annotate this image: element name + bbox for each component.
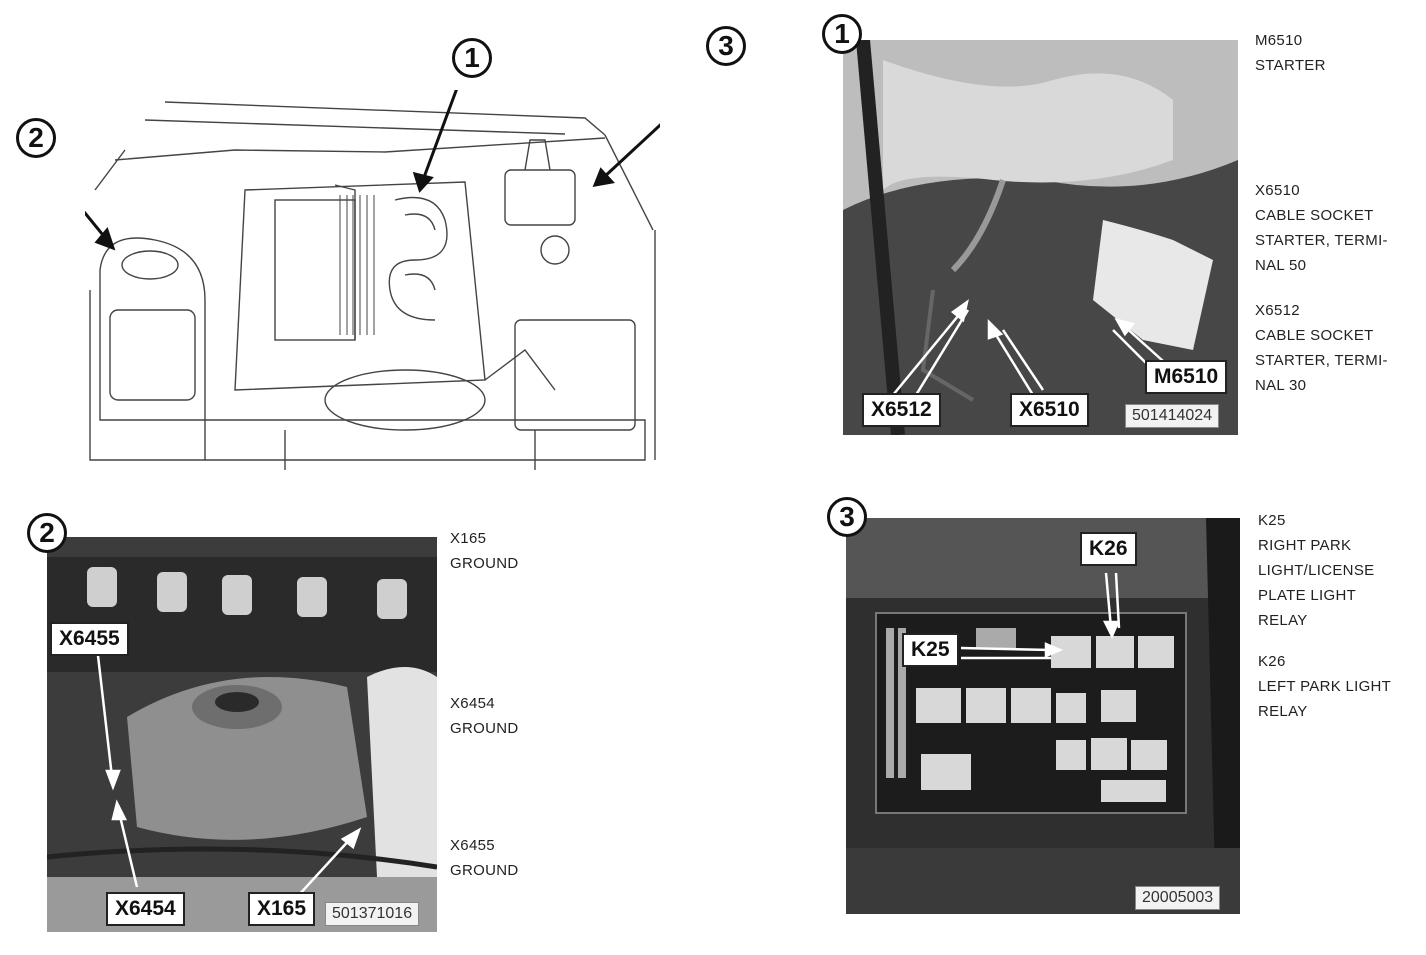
tag-x6512: X6512	[862, 393, 941, 427]
starter-legend: M6510 STARTER X6510 CABLE SOCKET STARTER…	[1255, 28, 1388, 398]
ground-photo-code: 501371016	[325, 902, 420, 926]
legend-x6512: X6512	[1255, 302, 1300, 319]
starter-photo-callout: 1	[822, 14, 862, 54]
tag-x6454: X6454	[106, 892, 185, 926]
legend-k25-desc4: RELAY	[1258, 612, 1308, 629]
legend-x165: X165	[450, 530, 487, 547]
legend-x6510-desc1: CABLE SOCKET	[1255, 207, 1374, 224]
relay-legend: K25 RIGHT PARK LIGHT/LICENSE PLATE LIGHT…	[1258, 508, 1391, 724]
legend-x6512-desc1: CABLE SOCKET	[1255, 327, 1374, 344]
engine-callout-3: 3	[706, 26, 746, 66]
legend-x6454: X6454	[450, 695, 495, 712]
legend-k25-desc3: PLATE LIGHT	[1258, 587, 1357, 604]
legend-x6512-desc3: NAL 30	[1255, 377, 1307, 394]
engine-callout-2: 2	[16, 118, 56, 158]
tag-x165: X165	[248, 892, 316, 926]
legend-x165-desc: GROUND	[450, 555, 519, 572]
tag-x6510: X6510	[1010, 393, 1089, 427]
tag-m6510: M6510	[1145, 360, 1228, 394]
legend-m6510: M6510	[1255, 32, 1303, 49]
relay-photo-code: 20005003	[1135, 886, 1221, 910]
ground-legend: X165 GROUND X6454 GROUND X6455 GROUND	[450, 526, 518, 883]
engine-callout-1: 1	[452, 38, 492, 78]
starter-photo-code: 501414024	[1125, 404, 1220, 428]
engine-bay-drawing	[48, 63, 727, 475]
legend-x6454-desc: GROUND	[450, 720, 519, 737]
legend-k26-desc1: LEFT PARK LIGHT	[1258, 678, 1392, 695]
legend-x6510: X6510	[1255, 182, 1300, 199]
tag-k25: K25	[902, 633, 959, 667]
legend-x6455-desc: GROUND	[450, 862, 519, 879]
ground-photo	[47, 537, 437, 932]
legend-x6510-desc3: NAL 50	[1255, 257, 1307, 274]
legend-k25-desc2: LIGHT/LICENSE	[1258, 562, 1375, 579]
legend-k25-desc1: RIGHT PARK	[1258, 537, 1352, 554]
legend-k26: K26	[1258, 653, 1286, 670]
legend-k25: K25	[1258, 512, 1286, 529]
ground-photo-callout: 2	[27, 513, 67, 553]
relay-photo	[846, 518, 1240, 914]
legend-k26-desc2: RELAY	[1258, 703, 1308, 720]
legend-x6510-desc2: STARTER, TERMI-	[1255, 232, 1388, 249]
legend-x6455: X6455	[450, 837, 495, 854]
tag-x6455: X6455	[50, 622, 129, 656]
tag-k26: K26	[1080, 532, 1137, 566]
relay-photo-callout: 3	[827, 497, 867, 537]
legend-x6512-desc2: STARTER, TERMI-	[1255, 352, 1388, 369]
legend-starter: STARTER	[1255, 57, 1326, 74]
